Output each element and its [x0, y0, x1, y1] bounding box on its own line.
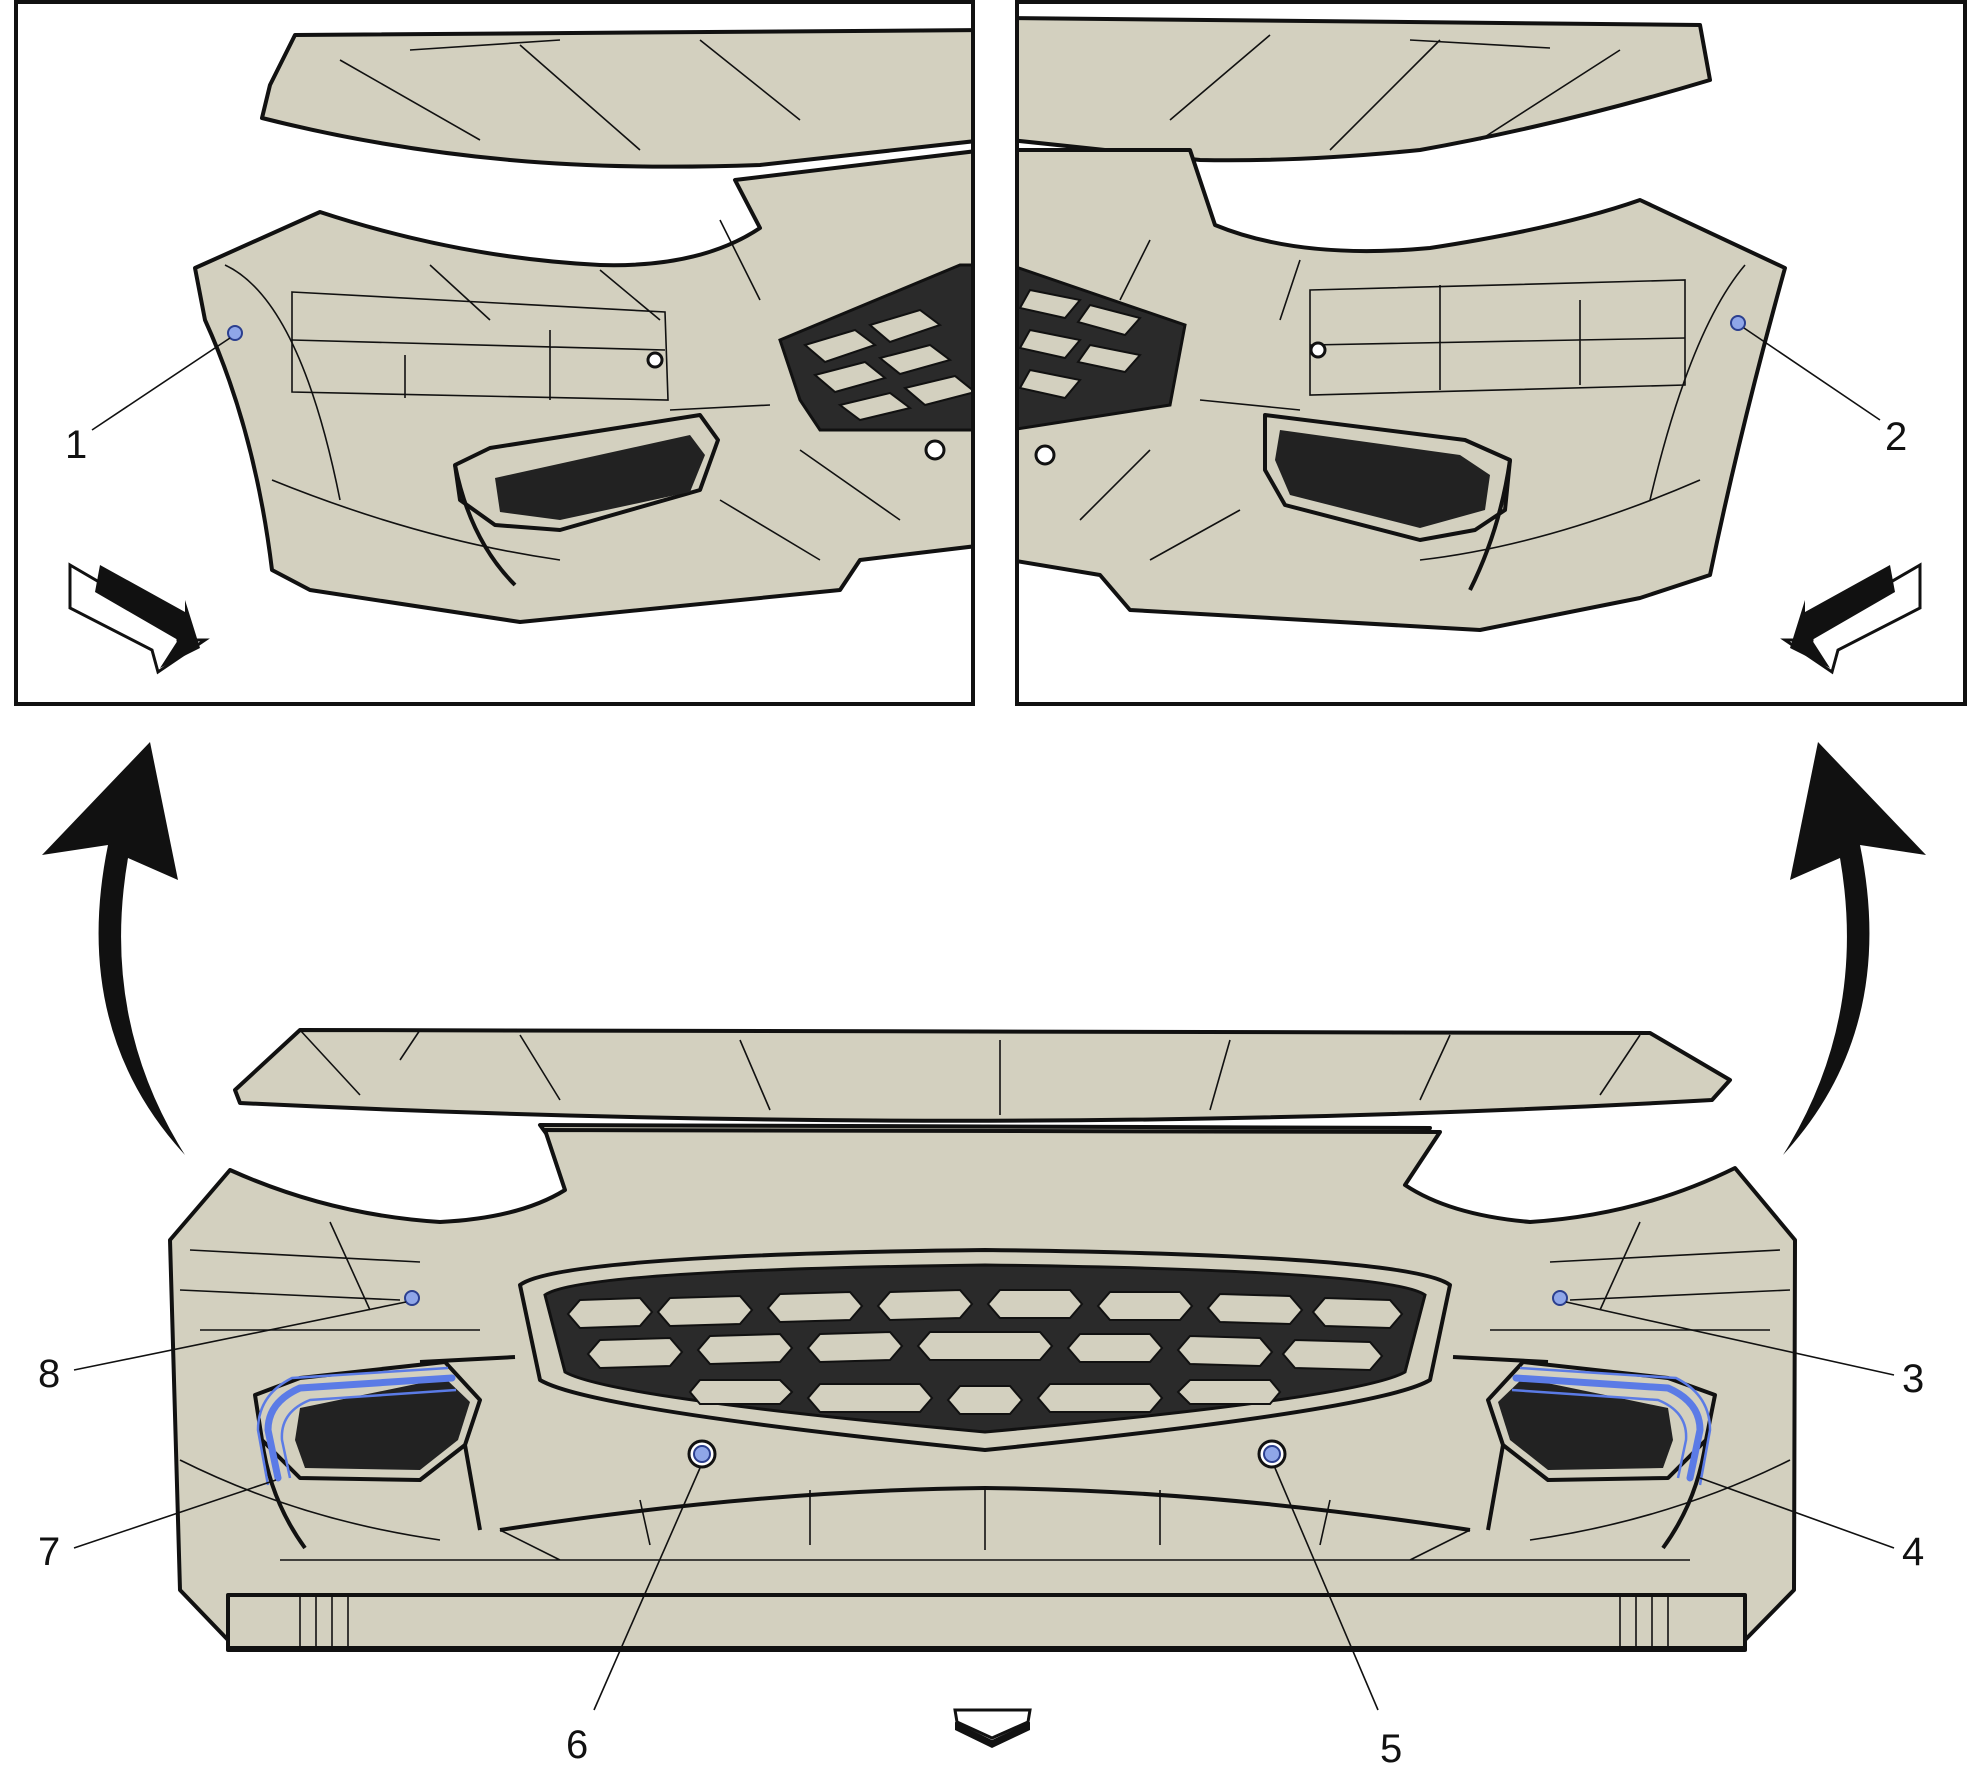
view-direction-arrow-icon — [68, 562, 210, 675]
right-detail-panel: 2 — [1015, 0, 1967, 706]
vehicle-front-indicator-icon — [953, 1708, 1032, 1748]
main-front-view — [168, 1028, 1797, 1652]
rotate-up-arrow-icon — [42, 742, 185, 1155]
callout-8: 8 — [38, 1352, 60, 1396]
view-direction-arrow-icon — [1780, 562, 1922, 675]
callout-1: 1 — [65, 423, 87, 467]
callout-3: 3 — [1902, 1357, 1924, 1401]
rotate-up-arrow-icon — [1783, 742, 1926, 1155]
callout-4: 4 — [1902, 1530, 1924, 1574]
callout-6: 6 — [566, 1723, 588, 1767]
callout-7: 7 — [38, 1530, 60, 1574]
left-detail-panel: 1 — [14, 0, 975, 706]
grille-cells — [566, 1288, 1404, 1415]
callout-5: 5 — [1380, 1727, 1402, 1771]
callout-2: 2 — [1885, 415, 1907, 459]
